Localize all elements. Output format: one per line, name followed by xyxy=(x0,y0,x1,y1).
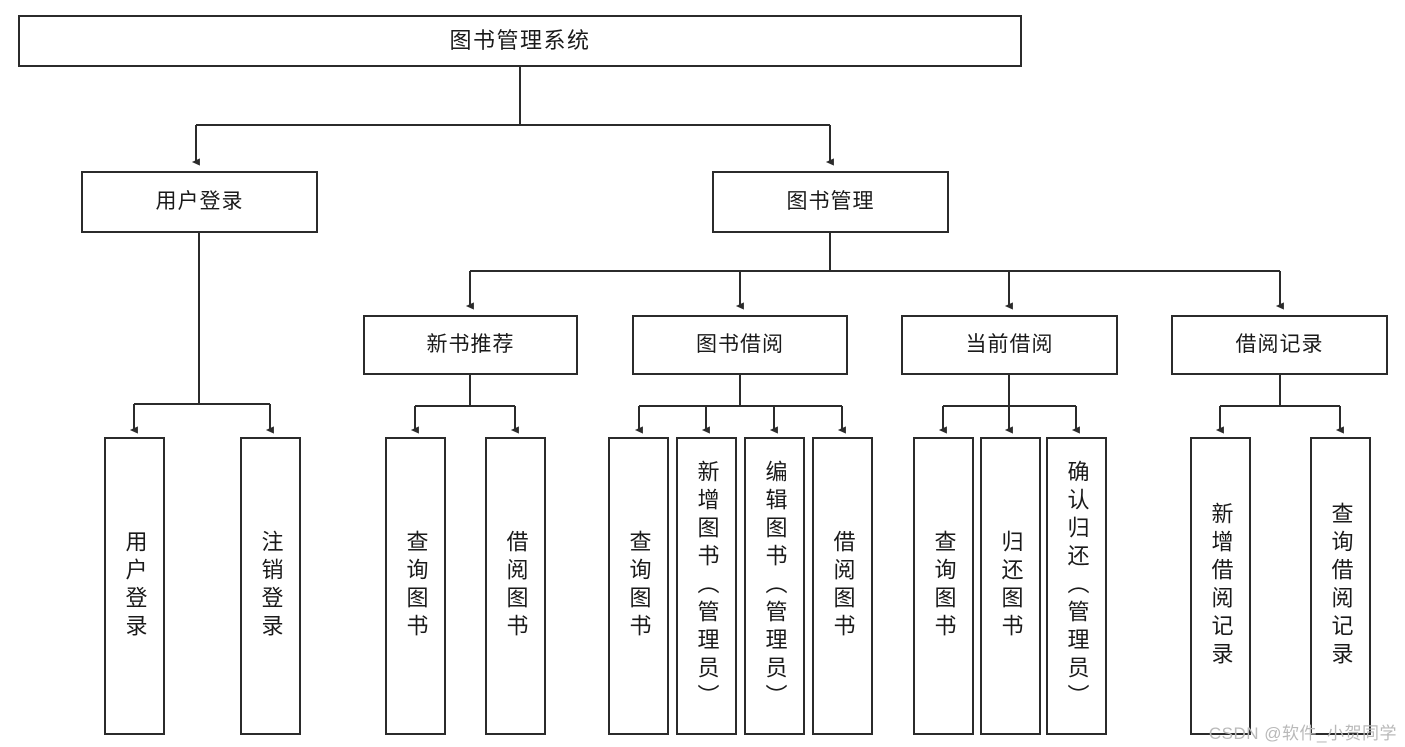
node-label: 借阅图书 xyxy=(503,530,529,642)
node-root-book-management-system[interactable]: 图书管理系统 xyxy=(18,15,1022,67)
node-label: 用户登录 xyxy=(155,189,244,213)
node-leaf-borrow-book-recommend[interactable]: 借阅图书 xyxy=(485,437,546,735)
node-label: 查询借阅记录 xyxy=(1328,502,1354,670)
node-label: 用户登录 xyxy=(122,530,148,642)
node-leaf-user-logout[interactable]: 注销登录 xyxy=(240,437,301,735)
csdn-watermark: CSDN @软件_小贺同学 xyxy=(1208,724,1397,743)
node-leaf-add-book[interactable]: 新增图书（管理员） xyxy=(676,437,737,735)
node-label: 新增图书（管理员） xyxy=(694,460,720,712)
node-leaf-user-login[interactable]: 用户登录 xyxy=(104,437,165,735)
node-leaf-query-book-current[interactable]: 查询图书 xyxy=(913,437,974,735)
node-new-book-recommend[interactable]: 新书推荐 xyxy=(363,315,578,375)
node-user-login[interactable]: 用户登录 xyxy=(81,171,318,233)
node-label: 当前借阅 xyxy=(965,332,1054,356)
node-book-borrow[interactable]: 图书借阅 xyxy=(632,315,848,375)
node-borrow-record[interactable]: 借阅记录 xyxy=(1171,315,1388,375)
node-leaf-query-book-recommend[interactable]: 查询图书 xyxy=(385,437,446,735)
node-leaf-query-book-borrow[interactable]: 查询图书 xyxy=(608,437,669,735)
node-leaf-add-borrow-record[interactable]: 新增借阅记录 xyxy=(1190,437,1251,735)
node-label: 查询图书 xyxy=(931,530,957,642)
node-label: 图书管理 xyxy=(786,189,875,213)
node-label: 图书借阅 xyxy=(696,332,784,356)
node-label: 归还图书 xyxy=(998,530,1024,642)
node-label: 图书管理系统 xyxy=(449,28,591,54)
node-book-manage[interactable]: 图书管理 xyxy=(712,171,949,233)
node-label: 新书推荐 xyxy=(426,332,515,356)
node-label: 查询图书 xyxy=(403,530,429,642)
node-leaf-return-book[interactable]: 归还图书 xyxy=(980,437,1041,735)
node-label: 查询图书 xyxy=(626,530,652,642)
node-leaf-confirm-return[interactable]: 确认归还（管理员） xyxy=(1046,437,1107,735)
node-leaf-query-borrow-record[interactable]: 查询借阅记录 xyxy=(1310,437,1371,735)
node-leaf-borrow-book[interactable]: 借阅图书 xyxy=(812,437,873,735)
node-label: 借阅记录 xyxy=(1235,332,1324,356)
node-label: 确认归还（管理员） xyxy=(1064,460,1090,712)
node-label: 借阅图书 xyxy=(830,530,856,642)
node-leaf-edit-book[interactable]: 编辑图书（管理员） xyxy=(744,437,805,735)
node-current-borrow[interactable]: 当前借阅 xyxy=(901,315,1118,375)
node-label: 注销登录 xyxy=(258,530,284,642)
node-label: 编辑图书（管理员） xyxy=(762,460,788,712)
node-label: 新增借阅记录 xyxy=(1208,502,1234,670)
